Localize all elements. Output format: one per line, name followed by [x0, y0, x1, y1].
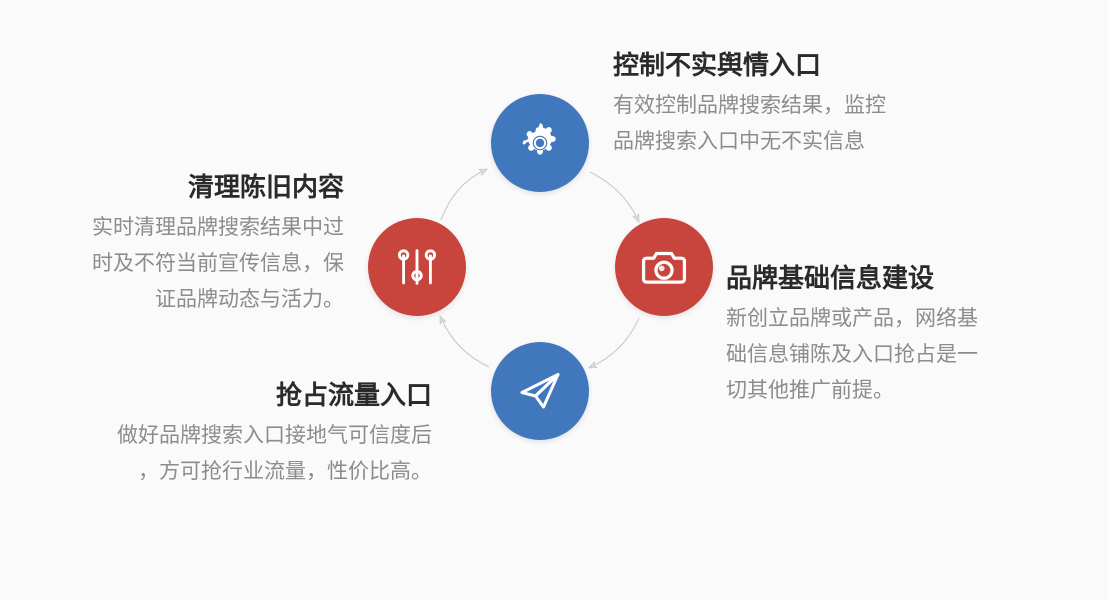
node-traffic-entry[interactable]	[491, 342, 589, 440]
arrow-bottom-to-left	[441, 318, 490, 368]
body-line: 有效控制品牌搜索结果，监控	[613, 94, 886, 117]
body-line: ，方可抢行业流量，性价比高。	[138, 460, 432, 483]
node-brand-info[interactable]	[615, 218, 713, 316]
text-block-clean-content: 清理陈旧内容 实时清理品牌搜索结果中过 时及不符当前宣传信息，保 证品牌动态与活…	[8, 170, 344, 318]
text-block-control-rumor: 控制不实舆情入口 有效控制品牌搜索结果，监控 品牌搜索入口中无不实信息	[613, 48, 1013, 160]
body-line: 础信息铺陈及入口抢占是一	[726, 343, 978, 366]
body-line: 切其他推广前提。	[726, 379, 894, 402]
block-title: 控制不实舆情入口	[613, 50, 822, 80]
body-line: 时及不符当前宣传信息，保	[92, 252, 344, 275]
block-title: 清理陈旧内容	[187, 172, 344, 202]
block-title: 抢占流量入口	[275, 380, 432, 410]
block-body: 做好品牌搜索入口接地气可信度后 ，方可抢行业流量，性价比高。	[22, 418, 432, 490]
body-line: 品牌搜索入口中无不实信息	[613, 130, 865, 153]
arrow-left-to-top	[440, 170, 485, 221]
block-body: 新创立品牌或产品，网络基 础信息铺陈及入口抢占是一 切其他推广前提。	[726, 301, 1106, 409]
text-block-brand-info: 品牌基础信息建设 新创立品牌或产品，网络基 础信息铺陈及入口抢占是一 切其他推广…	[726, 261, 1106, 409]
send-icon	[516, 369, 564, 413]
node-clean-content[interactable]	[368, 218, 466, 316]
body-line: 证品牌动态与活力。	[155, 288, 344, 311]
arrow-right-to-bottom	[591, 317, 640, 367]
body-line: 新创立品牌或产品，网络基	[726, 307, 978, 330]
body-line: 做好品牌搜索入口接地气可信度后	[117, 424, 432, 447]
block-body: 有效控制品牌搜索结果，监控 品牌搜索入口中无不实信息	[613, 88, 1013, 160]
block-title: 品牌基础信息建设	[726, 263, 935, 293]
arrow-top-to-right	[589, 171, 638, 220]
body-line: 实时清理品牌搜索结果中过	[92, 216, 344, 239]
sliders-icon	[395, 244, 439, 290]
camera-icon	[641, 246, 687, 288]
node-control-rumor[interactable]	[491, 94, 589, 192]
text-block-traffic-entry: 抢占流量入口 做好品牌搜索入口接地气可信度后 ，方可抢行业流量，性价比高。	[22, 378, 432, 490]
gear-icon	[517, 120, 563, 166]
block-body: 实时清理品牌搜索结果中过 时及不符当前宣传信息，保 证品牌动态与活力。	[8, 210, 344, 318]
